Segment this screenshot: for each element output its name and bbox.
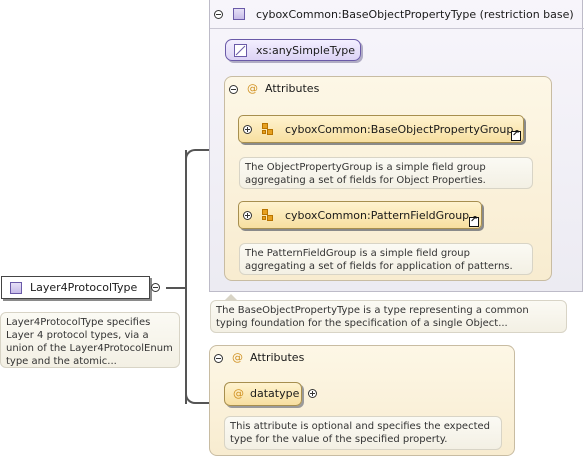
collapse-toggle-attributes[interactable] xyxy=(229,85,238,94)
connector-root-stub xyxy=(166,287,186,289)
attribute-at-icon: @ xyxy=(233,387,244,400)
restriction-title: cyboxCommon:BaseObjectPropertyType (rest… xyxy=(256,8,574,21)
group-name: cyboxCommon:BaseObjectPropertyGroup xyxy=(285,123,514,136)
group-name: cyboxCommon:PatternFieldGroup xyxy=(285,209,470,222)
connector-curve-bottom xyxy=(185,390,211,404)
attribute-group-icon xyxy=(262,209,274,221)
attributes-panel: @ Attributes @ datatype This attribute i… xyxy=(209,345,515,456)
root-type-name: Layer4ProtocolType xyxy=(30,281,138,294)
collapse-toggle-root[interactable] xyxy=(151,283,160,292)
simple-type-icon xyxy=(234,44,247,57)
complex-type-icon xyxy=(233,8,245,20)
base-type-box[interactable]: xs:anySimpleType xyxy=(225,39,361,61)
attribute-name: datatype xyxy=(250,387,300,400)
jump-to-definition-icon[interactable] xyxy=(469,215,479,227)
root-type-box[interactable]: Layer4ProtocolType xyxy=(1,276,150,299)
attribute-description: This attribute is optional and specifies… xyxy=(224,416,502,450)
attribute-group-box[interactable]: cyboxCommon:PatternFieldGroup xyxy=(238,201,482,229)
restriction-description: The BaseObjectPropertyType is a type rep… xyxy=(210,300,567,333)
complex-type-icon xyxy=(10,282,22,294)
restriction-panel: cyboxCommon:BaseObjectPropertyType (rest… xyxy=(209,0,584,292)
expand-toggle-group[interactable] xyxy=(243,125,252,134)
note-pointer xyxy=(224,294,238,301)
restriction-header xyxy=(210,0,584,29)
collapse-toggle-attributes[interactable] xyxy=(214,354,223,363)
expand-toggle-group[interactable] xyxy=(243,211,252,220)
attributes-label: Attributes xyxy=(250,351,305,364)
restriction-attributes-panel: @ Attributes cyboxCommon:BaseObjectPrope… xyxy=(224,76,552,281)
connector-spine xyxy=(185,150,187,404)
attribute-datatype-box[interactable]: @ datatype xyxy=(224,382,302,406)
expand-toggle-attribute[interactable] xyxy=(308,389,317,398)
group-description: The ObjectPropertyGroup is a simple fiel… xyxy=(239,157,533,189)
attributes-label: Attributes xyxy=(265,82,320,95)
group-description: The PatternFieldGroup is a simple field … xyxy=(239,243,533,275)
attribute-at-icon: @ xyxy=(247,82,258,95)
attribute-at-icon: @ xyxy=(232,351,243,364)
collapse-toggle-restriction[interactable] xyxy=(214,10,223,19)
root-description: Layer4ProtocolType specifies Layer 4 pro… xyxy=(0,312,180,368)
attribute-group-icon xyxy=(262,123,274,135)
attribute-group-box[interactable]: cyboxCommon:BaseObjectPropertyGroup xyxy=(238,115,524,143)
jump-to-definition-icon[interactable] xyxy=(511,129,521,141)
connector-curve-top xyxy=(185,149,211,163)
base-type-name: xs:anySimpleType xyxy=(256,44,355,57)
